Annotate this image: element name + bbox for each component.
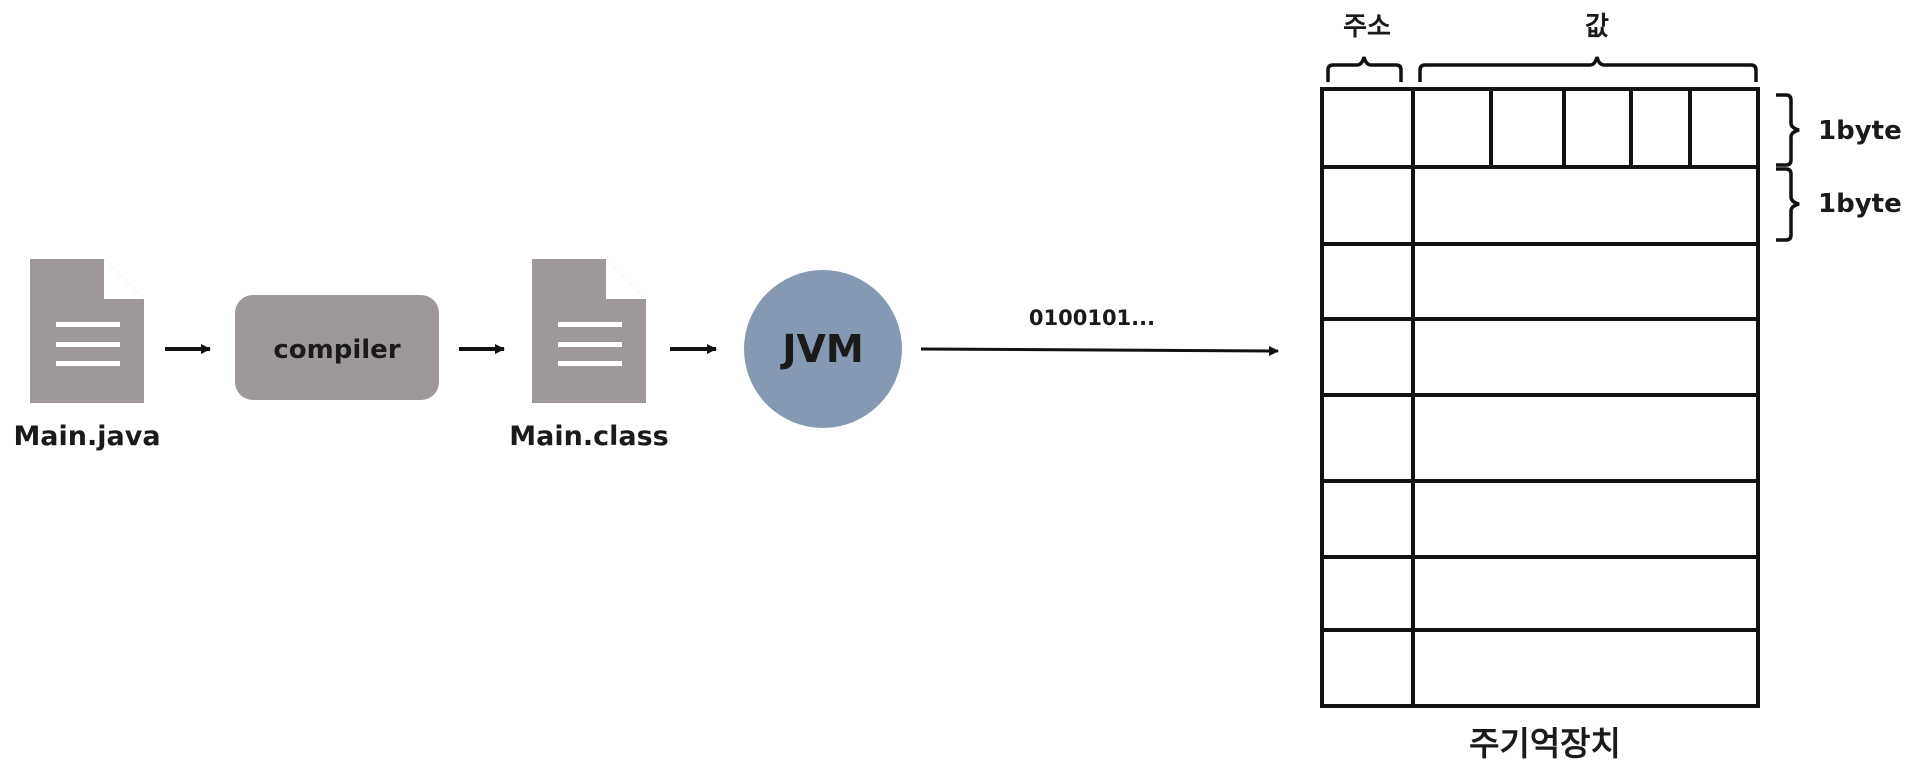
binary-stream-label: 0100101... — [1029, 306, 1155, 330]
memory-table — [1320, 87, 1760, 708]
source-file-icon — [30, 259, 144, 403]
value-header: 값 — [1585, 12, 1609, 42]
compiler-label: compiler — [273, 335, 400, 365]
compiler-box — [235, 295, 439, 400]
byte-label-1: 1byte — [1818, 116, 1902, 146]
memory-title: 주기억장치 — [1469, 724, 1621, 763]
source-file-label: Main.java — [13, 421, 160, 452]
class-file-icon — [532, 259, 646, 403]
jvm-label: JVM — [779, 327, 863, 371]
address-brace — [1326, 56, 1403, 82]
value-brace — [1418, 56, 1758, 82]
byte-label-2: 1byte — [1818, 189, 1902, 219]
arrow-jvm-to-memory — [920, 346, 1279, 356]
address-header: 주소 — [1343, 12, 1391, 42]
byte-brace-1 — [1776, 93, 1800, 167]
jvm-circle — [744, 270, 902, 428]
class-file-label: Main.class — [509, 421, 668, 452]
memory-table-border — [1320, 87, 1760, 708]
byte-brace-2 — [1776, 167, 1800, 242]
